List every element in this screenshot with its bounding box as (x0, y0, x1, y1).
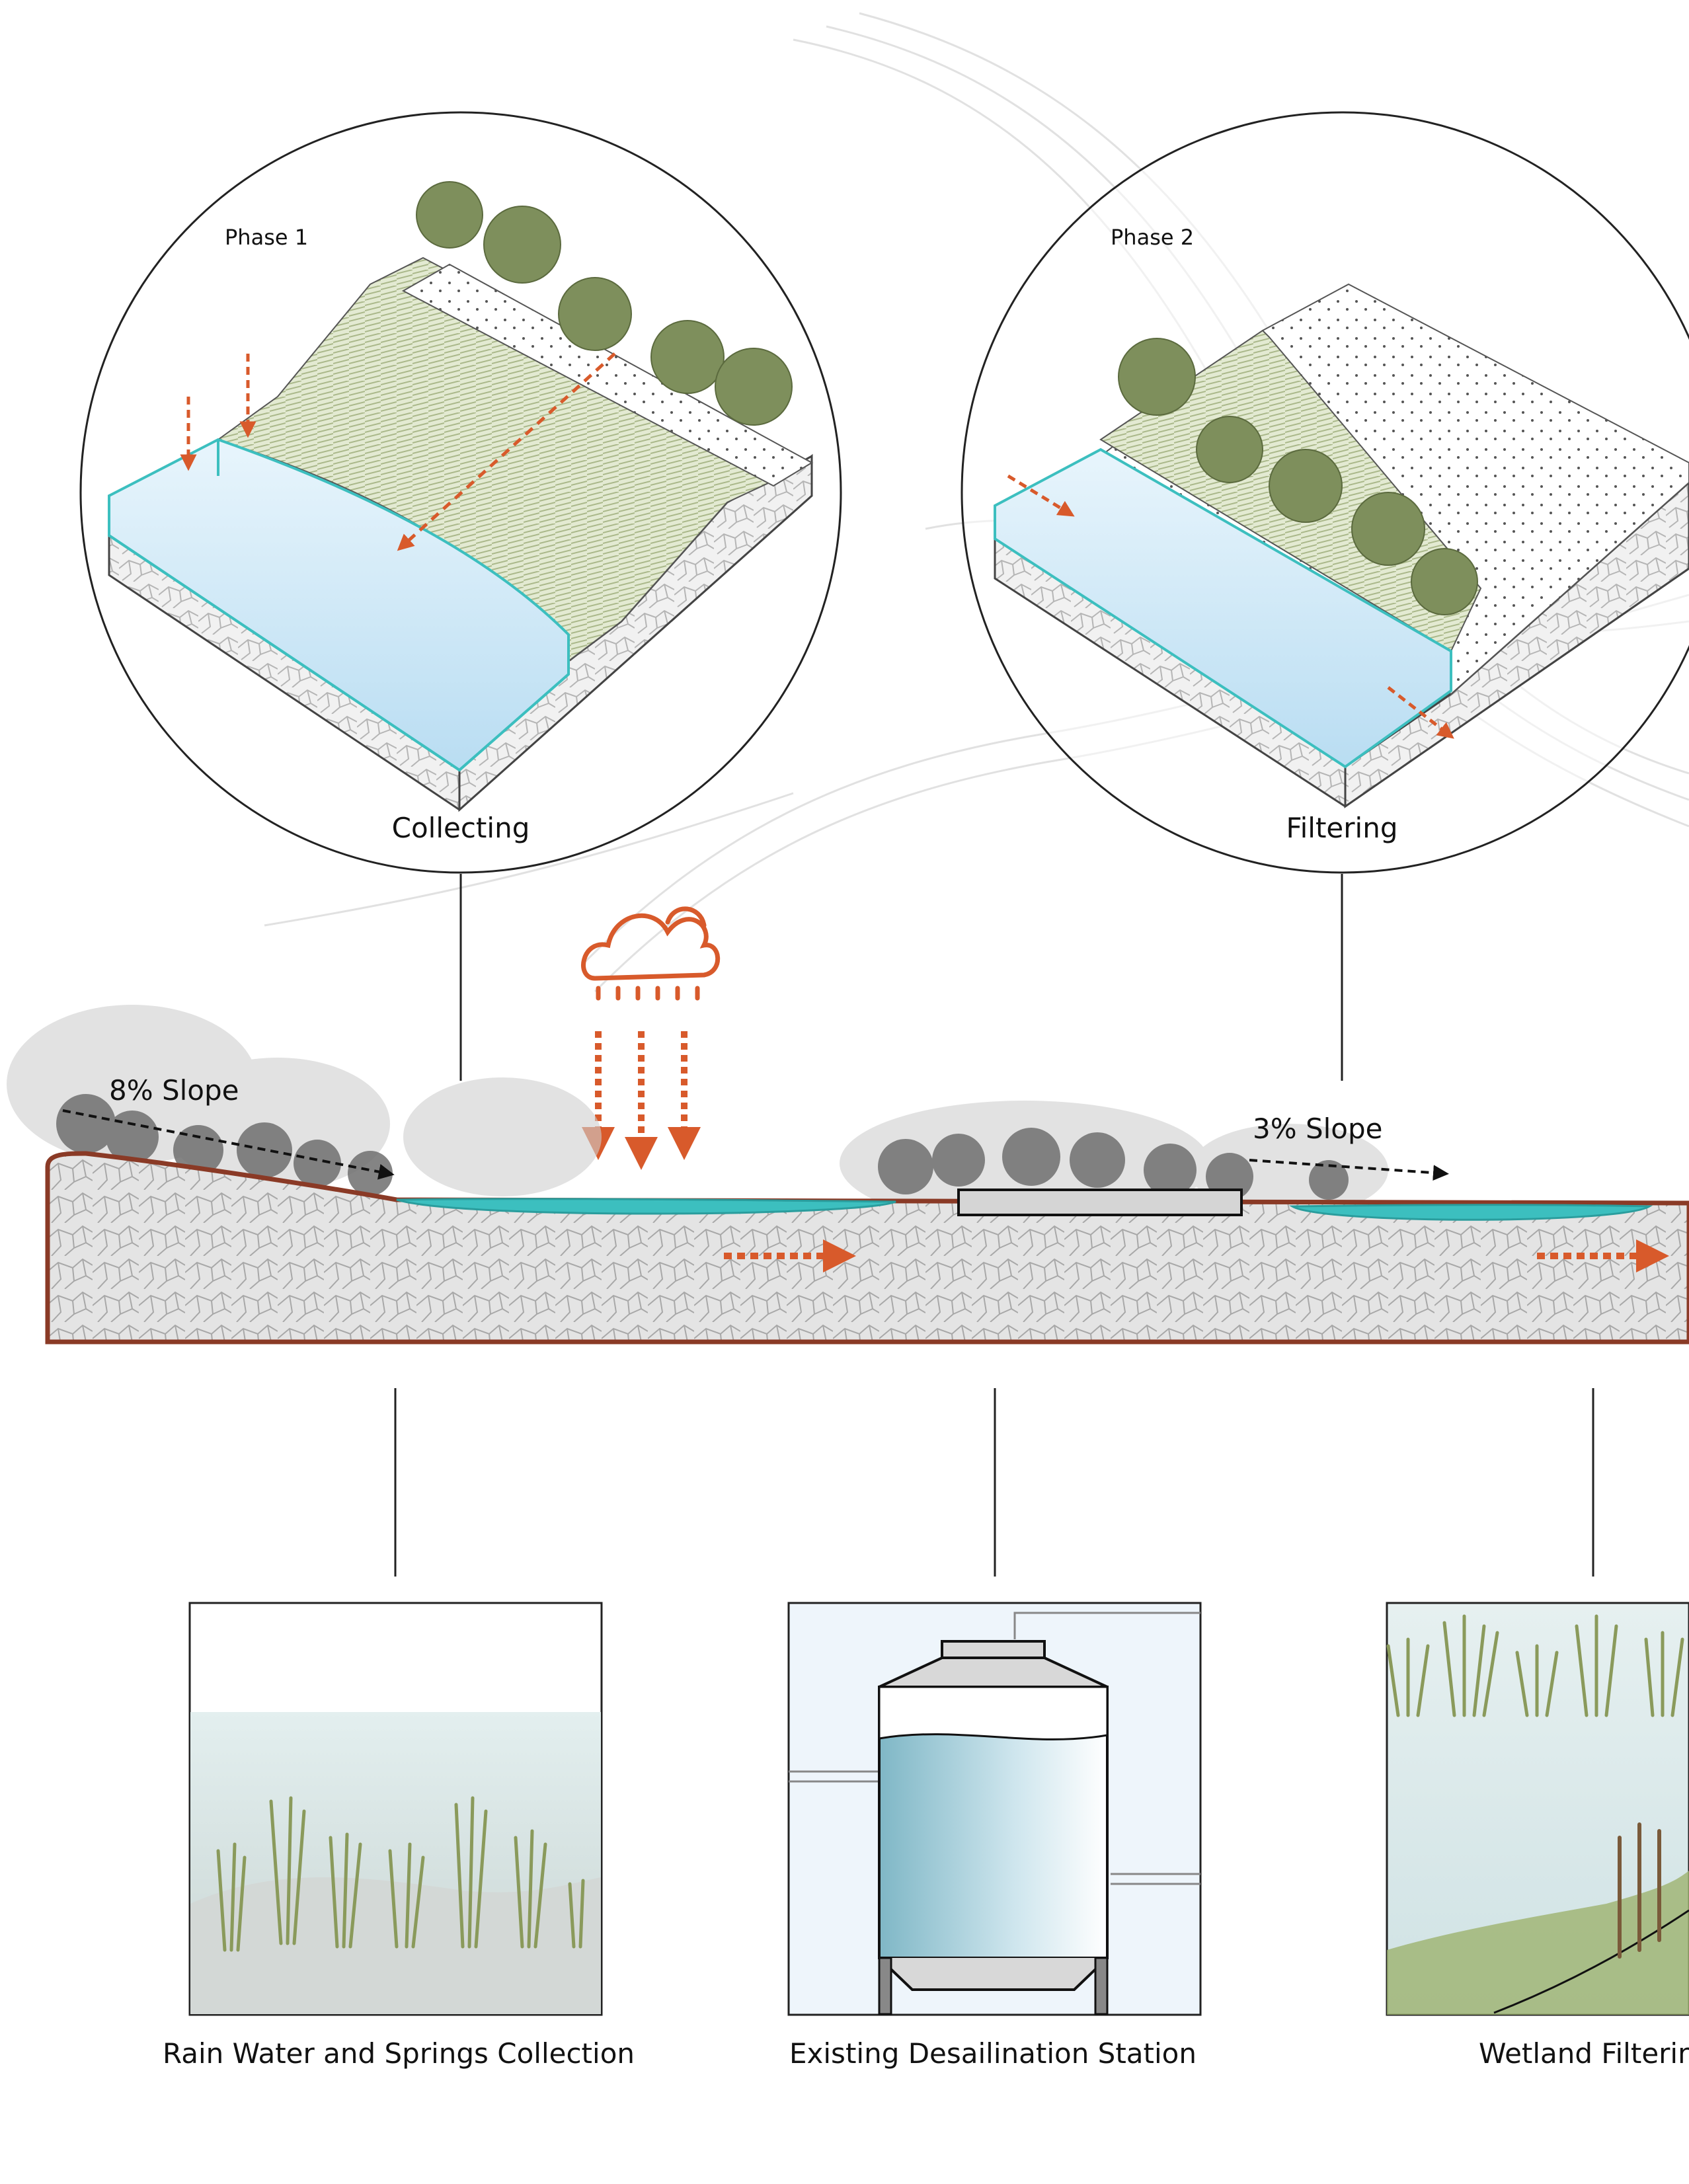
slope-left-label: 8% Slope (109, 1074, 239, 1107)
panel-2-caption: Existing Desailination Station (789, 2037, 1197, 2070)
phase-1-trees (416, 181, 793, 426)
reed-grass (216, 1796, 585, 1952)
panel-rain-collection (188, 1602, 603, 2016)
phase-2-callout (961, 111, 1689, 874)
desalination-station-slab (957, 1189, 1243, 1216)
panel-3-caption: Wetland Filterin (1479, 2037, 1689, 2070)
phase-2-trees (1118, 338, 1478, 615)
slope-arrow-right (1249, 1159, 1449, 1181)
slope-arrow-left (62, 1109, 395, 1180)
panel-wetland-filtering (1386, 1602, 1689, 2016)
rain-cloud-icon (581, 906, 721, 1001)
phase-1-caption: Collecting (391, 812, 530, 844)
phase-1-callout (79, 111, 842, 874)
rain-arrows (582, 1031, 701, 1170)
panel-desalination-station (787, 1602, 1202, 2016)
phase-2-caption: Filtering (1286, 812, 1398, 844)
terrain-section (7, 1005, 1689, 1345)
phase-2-label: Phase 2 (1111, 225, 1195, 250)
phase-1-label: Phase 1 (225, 225, 309, 250)
slope-right-label: 3% Slope (1253, 1112, 1383, 1145)
panel-1-caption: Rain Water and Springs Collection (162, 2037, 635, 2070)
